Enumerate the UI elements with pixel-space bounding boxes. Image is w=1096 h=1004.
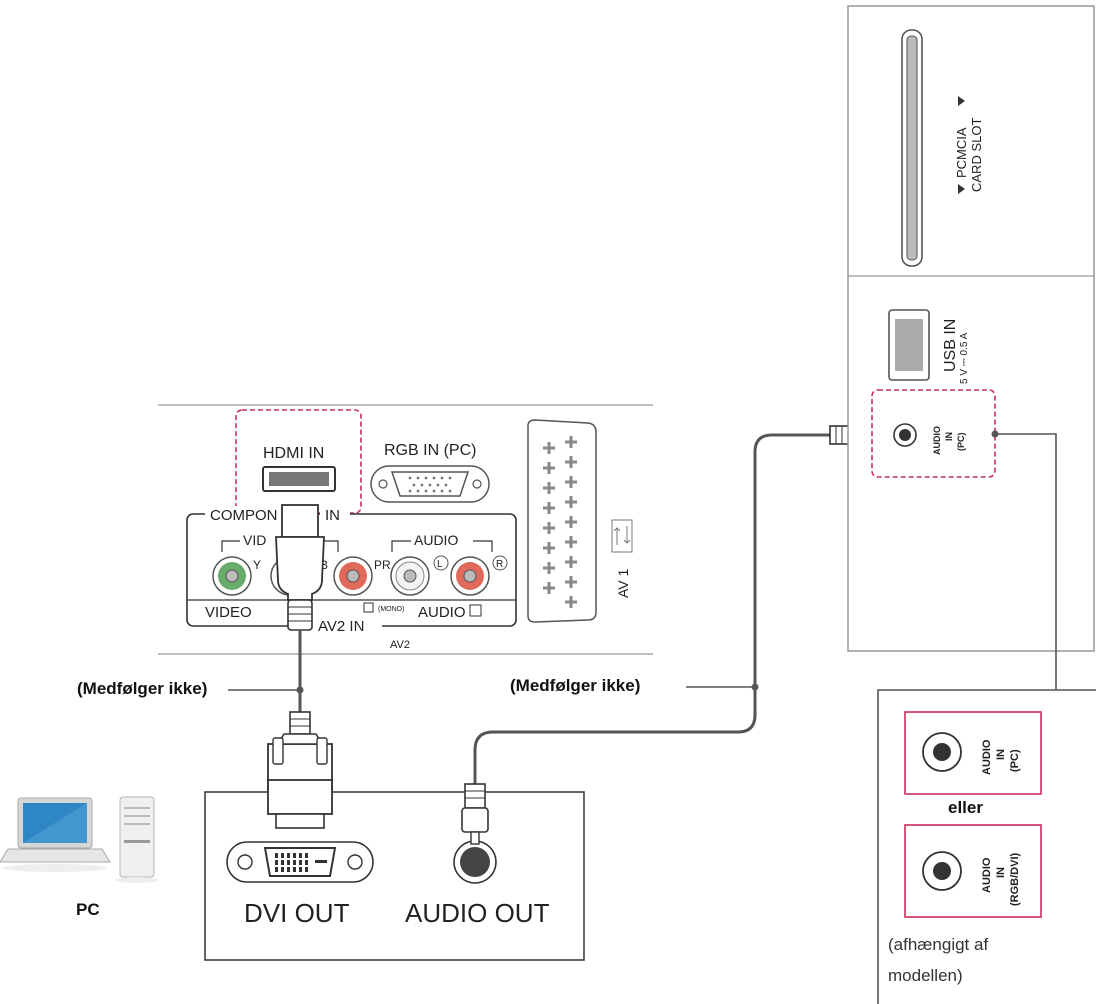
rgb-in-label: RGB IN (PC) [384,442,476,459]
component-in-suffix: IN [325,507,340,524]
right-cable-callout: (Medfølger ikke) [510,676,641,695]
av2-label: AV2 [390,639,410,651]
audio-out-port [453,840,497,884]
audio-r-label: R [496,559,503,570]
video-label: VIDEO [205,604,252,621]
pr-label: PR [374,558,391,572]
y-label: Y [253,558,261,572]
hdmi-highlight [235,409,362,514]
mono-label: (MONO) [378,606,404,613]
tv-back-panel: HDMI IN RGB IN (PC) COMPON IN VID AUDIO [158,404,653,655]
usb-in-label: USB IN [942,319,959,372]
side-panel: PCMCIA CARD SLOT USB IN 5 V ⎓ 0.5 A AUDI… [847,5,1095,652]
legend-option-2-line-1: AUDIO [981,857,993,893]
legend-connector [991,430,1057,690]
audio-r-jack [450,556,490,596]
pc-illustration [0,796,159,883]
legend-option-1-line-3: (PC) [1009,749,1021,772]
legend-or-label: eller [948,798,983,817]
pc-connector-box: DVI OUT AUDIO OUT [204,779,585,961]
component-in-prefix: COMPON [210,507,278,524]
usb-rating-label: 5 V ⎓ 0.5 A [959,332,970,384]
video-group-label: VID [243,532,266,548]
av2-in-label: AV2 IN [318,618,364,635]
legend-option-1 [904,711,1042,795]
pcmcia-label-2: CARD SLOT [969,118,984,192]
y-jack [212,556,252,596]
pc-label: PC [76,900,100,919]
audio-l-jack [390,556,430,596]
pr-jack [333,556,373,596]
legend-note-line-2: modellen) [888,966,963,985]
audio-in-label-2: IN [944,432,954,441]
desktop-tower-icon [115,796,159,883]
av1-icon [611,519,633,553]
audio-in-highlight [871,389,996,478]
dvi-port [226,841,374,883]
av1-label: AV 1 [615,568,631,598]
hdmi-in-label: HDMI IN [263,445,324,462]
legend-box: AUDIO IN (PC) AUDIO IN (RGB/DVI) [877,689,1096,1004]
legend-option-1-line-1: AUDIO [981,739,993,775]
legend-note-line-1: (afhængigt af [888,935,989,954]
audio-l-label: L [437,559,443,570]
audio-cable [461,422,891,845]
legend-option-2-line-2: IN [995,867,1007,878]
audio-in-label-3: (PC) [956,433,966,452]
left-cable-callout: (Medfølger ikke) [77,679,208,698]
audio-in-pc-port [893,423,917,447]
audio-out-label: AUDIO OUT [405,898,550,928]
pcmcia-slot [901,29,923,267]
legend-option-1-line-2: IN [995,749,1007,760]
scart-port [527,419,597,623]
audio-label: AUDIO [418,604,466,621]
dvi-out-label: DVI OUT [244,898,350,928]
laptop-icon [0,797,111,872]
legend-option-2-line-3: (RGB/DVI) [1009,853,1021,907]
audio-group-label: AUDIO [414,532,458,548]
usb-port [888,309,930,381]
pcmcia-label-1: PCMCIA [954,127,969,178]
pb-label: B [320,558,328,572]
audio-in-label-1: AUDIO [932,426,942,455]
rgb-port [370,465,490,503]
